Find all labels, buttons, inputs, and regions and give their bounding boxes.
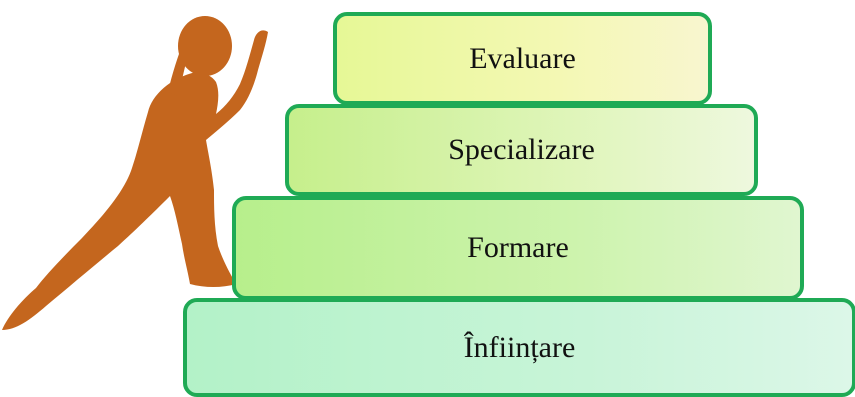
step-specializare: Specializare (285, 104, 758, 196)
step-formare: Formare (232, 196, 804, 300)
figure-head (178, 16, 232, 76)
figure-body (2, 30, 268, 330)
step-label: Formare (467, 231, 569, 264)
figure-arm (168, 37, 191, 96)
step-infiintare: Înființare (183, 298, 855, 397)
step-label: Evaluare (469, 41, 576, 75)
step-evaluare: Evaluare (333, 12, 712, 105)
climbing-figure-icon (2, 16, 268, 330)
step-label: Specializare (448, 133, 595, 166)
step-label: Înființare (463, 330, 576, 364)
